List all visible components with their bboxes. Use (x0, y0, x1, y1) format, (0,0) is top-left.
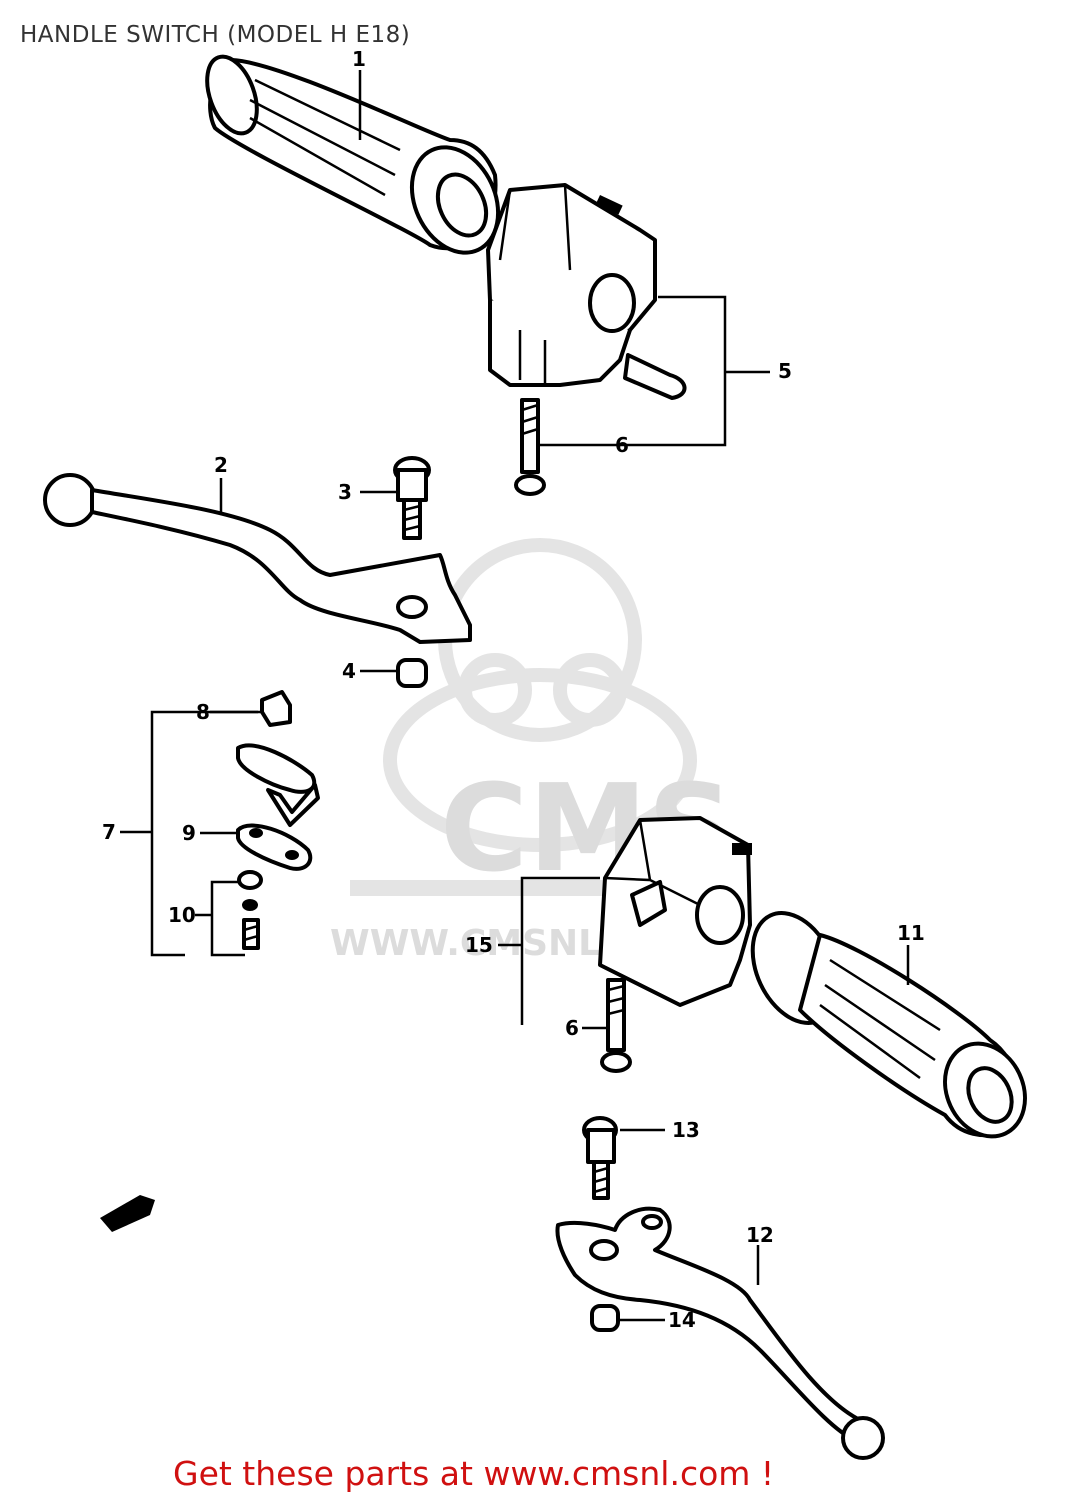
part-2-lever-left (43, 473, 472, 644)
callout-1: 1 (352, 47, 366, 71)
part-9-switch-base (236, 823, 313, 871)
callout-3: 3 (338, 480, 352, 504)
callout-labels: 1 2 3 4 5 6 7 8 9 10 11 12 13 14 15 6 (102, 47, 925, 1332)
part-12-lever-right (555, 1206, 885, 1460)
part-14-nut (590, 1304, 620, 1332)
part-8-clip (260, 690, 292, 727)
part-6-screw-lower (582, 978, 632, 1073)
get-parts-link[interactable]: Get these parts at www.cmsnl.com ! (173, 1454, 775, 1493)
callout-6-upper: 6 (615, 433, 629, 457)
forward-arrow-icon (100, 1195, 155, 1232)
bracket-7 (120, 710, 258, 957)
callout-13: 13 (672, 1118, 700, 1142)
callout-2: 2 (214, 453, 228, 477)
callout-8: 8 (196, 700, 210, 724)
part-1-throttle-grip (205, 54, 501, 255)
callout-9: 9 (182, 821, 196, 845)
part-11-grip-right (750, 911, 1027, 1139)
callout-6-lower: 6 (565, 1016, 579, 1040)
bracket-10 (195, 880, 245, 957)
part-5-switch-housing-left (486, 183, 687, 400)
callout-14: 14 (668, 1308, 696, 1332)
callout-7: 7 (102, 820, 116, 844)
part-7-switch-plate (236, 743, 320, 827)
callout-12: 12 (746, 1223, 774, 1247)
callout-4: 4 (342, 659, 356, 683)
callout-11: 11 (897, 921, 925, 945)
leader-lines (200, 70, 910, 1322)
part-6-screw-upper (514, 398, 546, 496)
part-15-switch-housing-right (598, 816, 752, 1007)
bracket-15-6 (498, 876, 600, 1025)
part-3-pivot-bolt (393, 456, 431, 540)
diagram-title: HANDLE SWITCH (MODEL H E18) (20, 22, 411, 48)
part-4-nut (396, 658, 428, 688)
callout-5: 5 (778, 359, 792, 383)
part-13-pivot-bolt (582, 1116, 618, 1200)
callout-15: 15 (465, 933, 493, 957)
bracket-5-6 (540, 295, 770, 447)
callout-10: 10 (168, 903, 196, 927)
part-10-screws-washers (237, 870, 263, 950)
